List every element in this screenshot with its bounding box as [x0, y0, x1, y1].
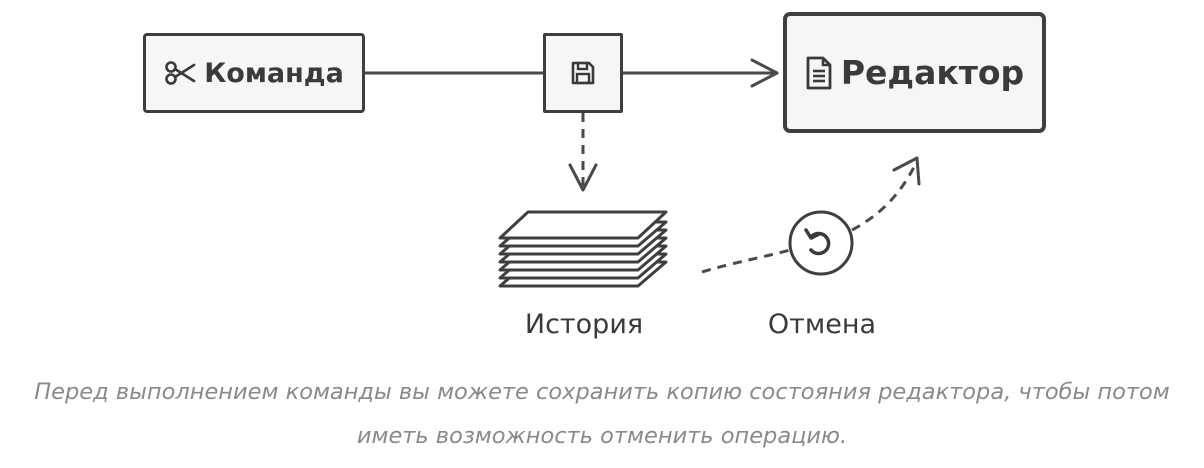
caption-line-1: Перед выполнением команды вы можете сохр…	[34, 379, 1170, 405]
floppy-disk-icon	[570, 60, 596, 86]
command-label: Команда	[204, 57, 344, 89]
arrowhead-to-history	[568, 163, 598, 192]
command-box: Команда	[143, 33, 365, 113]
arrowhead-to-editor-undo	[892, 156, 921, 186]
undo-icon	[788, 210, 854, 276]
scissors-icon	[164, 61, 196, 85]
connector-undo-to-editor	[851, 164, 917, 232]
editor-box: Редактор	[783, 12, 1046, 133]
history-label: История	[524, 309, 644, 340]
editor-label: Редактор	[840, 53, 1025, 92]
arrowhead-to-editor	[750, 58, 779, 88]
undo-label: Отмена	[767, 309, 877, 340]
document-icon	[805, 55, 833, 91]
save-box	[543, 33, 623, 113]
caption-line-2: иметь возможность отменить операцию.	[356, 423, 848, 449]
paper-stack-icon	[498, 210, 668, 288]
connector-history-to-undo	[701, 248, 791, 274]
figure-caption: Перед выполнением команды вы можете сохр…	[0, 370, 1204, 458]
